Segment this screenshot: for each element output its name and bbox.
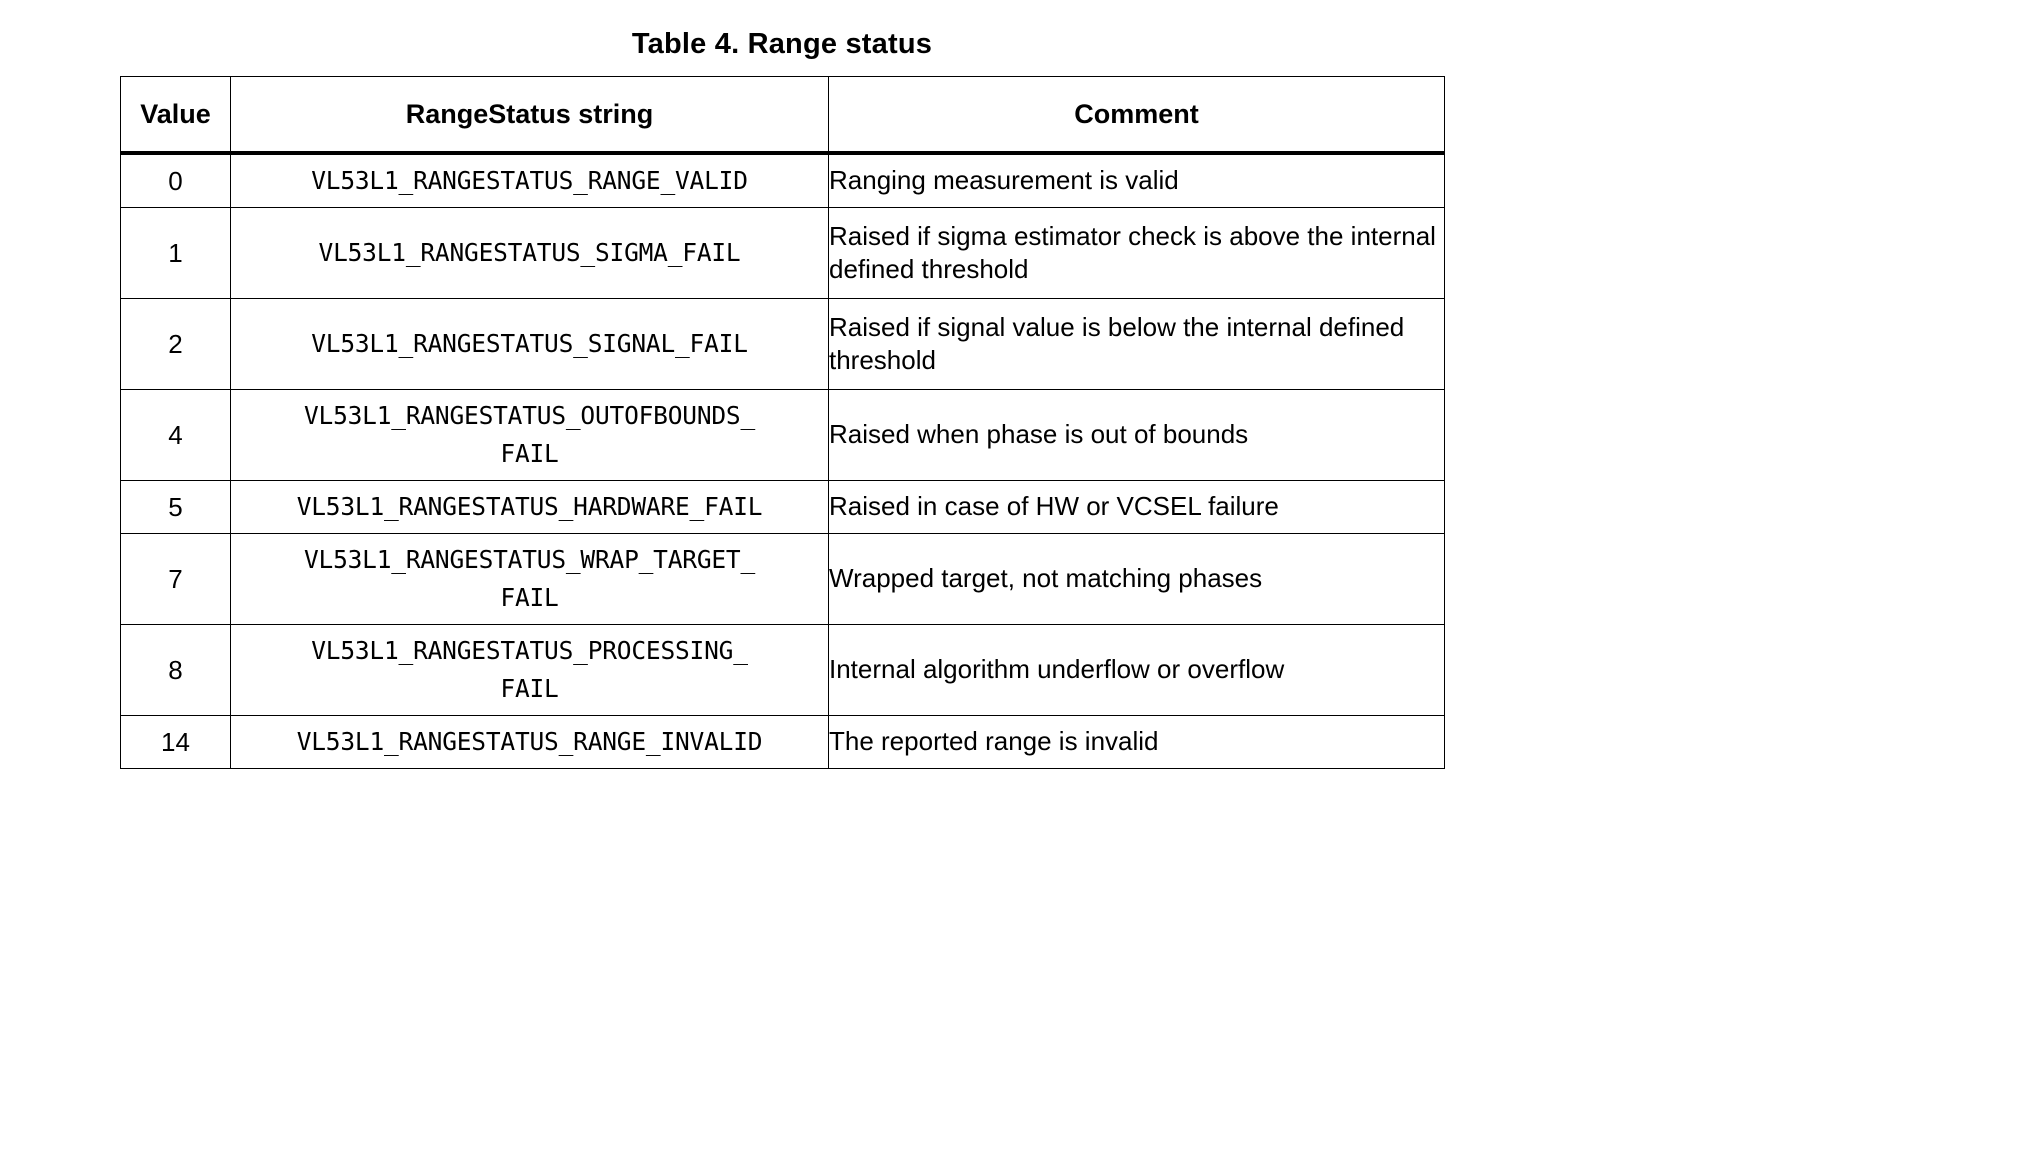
cell-value: 14 bbox=[120, 715, 231, 769]
cell-comment: The reported range is invalid bbox=[828, 715, 1445, 769]
cell-rangestatus-string: VL53L1_RANGESTATUS_SIGNAL_FAIL bbox=[230, 298, 829, 390]
cell-value: 8 bbox=[120, 624, 231, 716]
cell-comment: Raised in case of HW or VCSEL failure bbox=[828, 480, 1445, 534]
cell-rangestatus-string: VL53L1_RANGESTATUS_HARDWARE_FAIL bbox=[230, 480, 829, 534]
cell-comment: Ranging measurement is valid bbox=[828, 152, 1445, 208]
cell-comment: Internal algorithm underflow or overflow bbox=[828, 624, 1445, 716]
column-header-value: Value bbox=[120, 76, 231, 155]
table-caption: Table 4. Range status bbox=[631, 28, 933, 60]
cell-comment: Raised if sigma estimator check is above… bbox=[828, 207, 1445, 299]
cell-rangestatus-string: VL53L1_RANGESTATUS_RANGE_VALID bbox=[230, 152, 829, 208]
cell-comment: Raised when phase is out of bounds bbox=[828, 389, 1445, 481]
cell-value: 4 bbox=[120, 389, 231, 481]
cell-rangestatus-string: VL53L1_RANGESTATUS_OUTOFBOUNDS_ FAIL bbox=[230, 389, 829, 481]
cell-rangestatus-string: VL53L1_RANGESTATUS_RANGE_INVALID bbox=[230, 715, 829, 769]
table-header-row: Value RangeStatus string Comment bbox=[120, 76, 1445, 155]
column-header-rangestatus-string: RangeStatus string bbox=[230, 76, 829, 155]
column-header-comment: Comment bbox=[828, 76, 1445, 155]
cell-rangestatus-string: VL53L1_RANGESTATUS_PROCESSING_ FAIL bbox=[230, 624, 829, 716]
cell-value: 5 bbox=[120, 480, 231, 534]
cell-value: 2 bbox=[120, 298, 231, 390]
cell-rangestatus-string: VL53L1_RANGESTATUS_WRAP_TARGET_ FAIL bbox=[230, 533, 829, 625]
cell-rangestatus-string: VL53L1_RANGESTATUS_SIGMA_FAIL bbox=[230, 207, 829, 299]
cell-comment: Raised if signal value is below the inte… bbox=[828, 298, 1445, 390]
cell-value: 1 bbox=[120, 207, 231, 299]
cell-comment: Wrapped target, not matching phases bbox=[828, 533, 1445, 625]
cell-value: 0 bbox=[120, 152, 231, 208]
table-header: Value RangeStatus string Comment bbox=[120, 76, 1445, 155]
cell-value: 7 bbox=[120, 533, 231, 625]
